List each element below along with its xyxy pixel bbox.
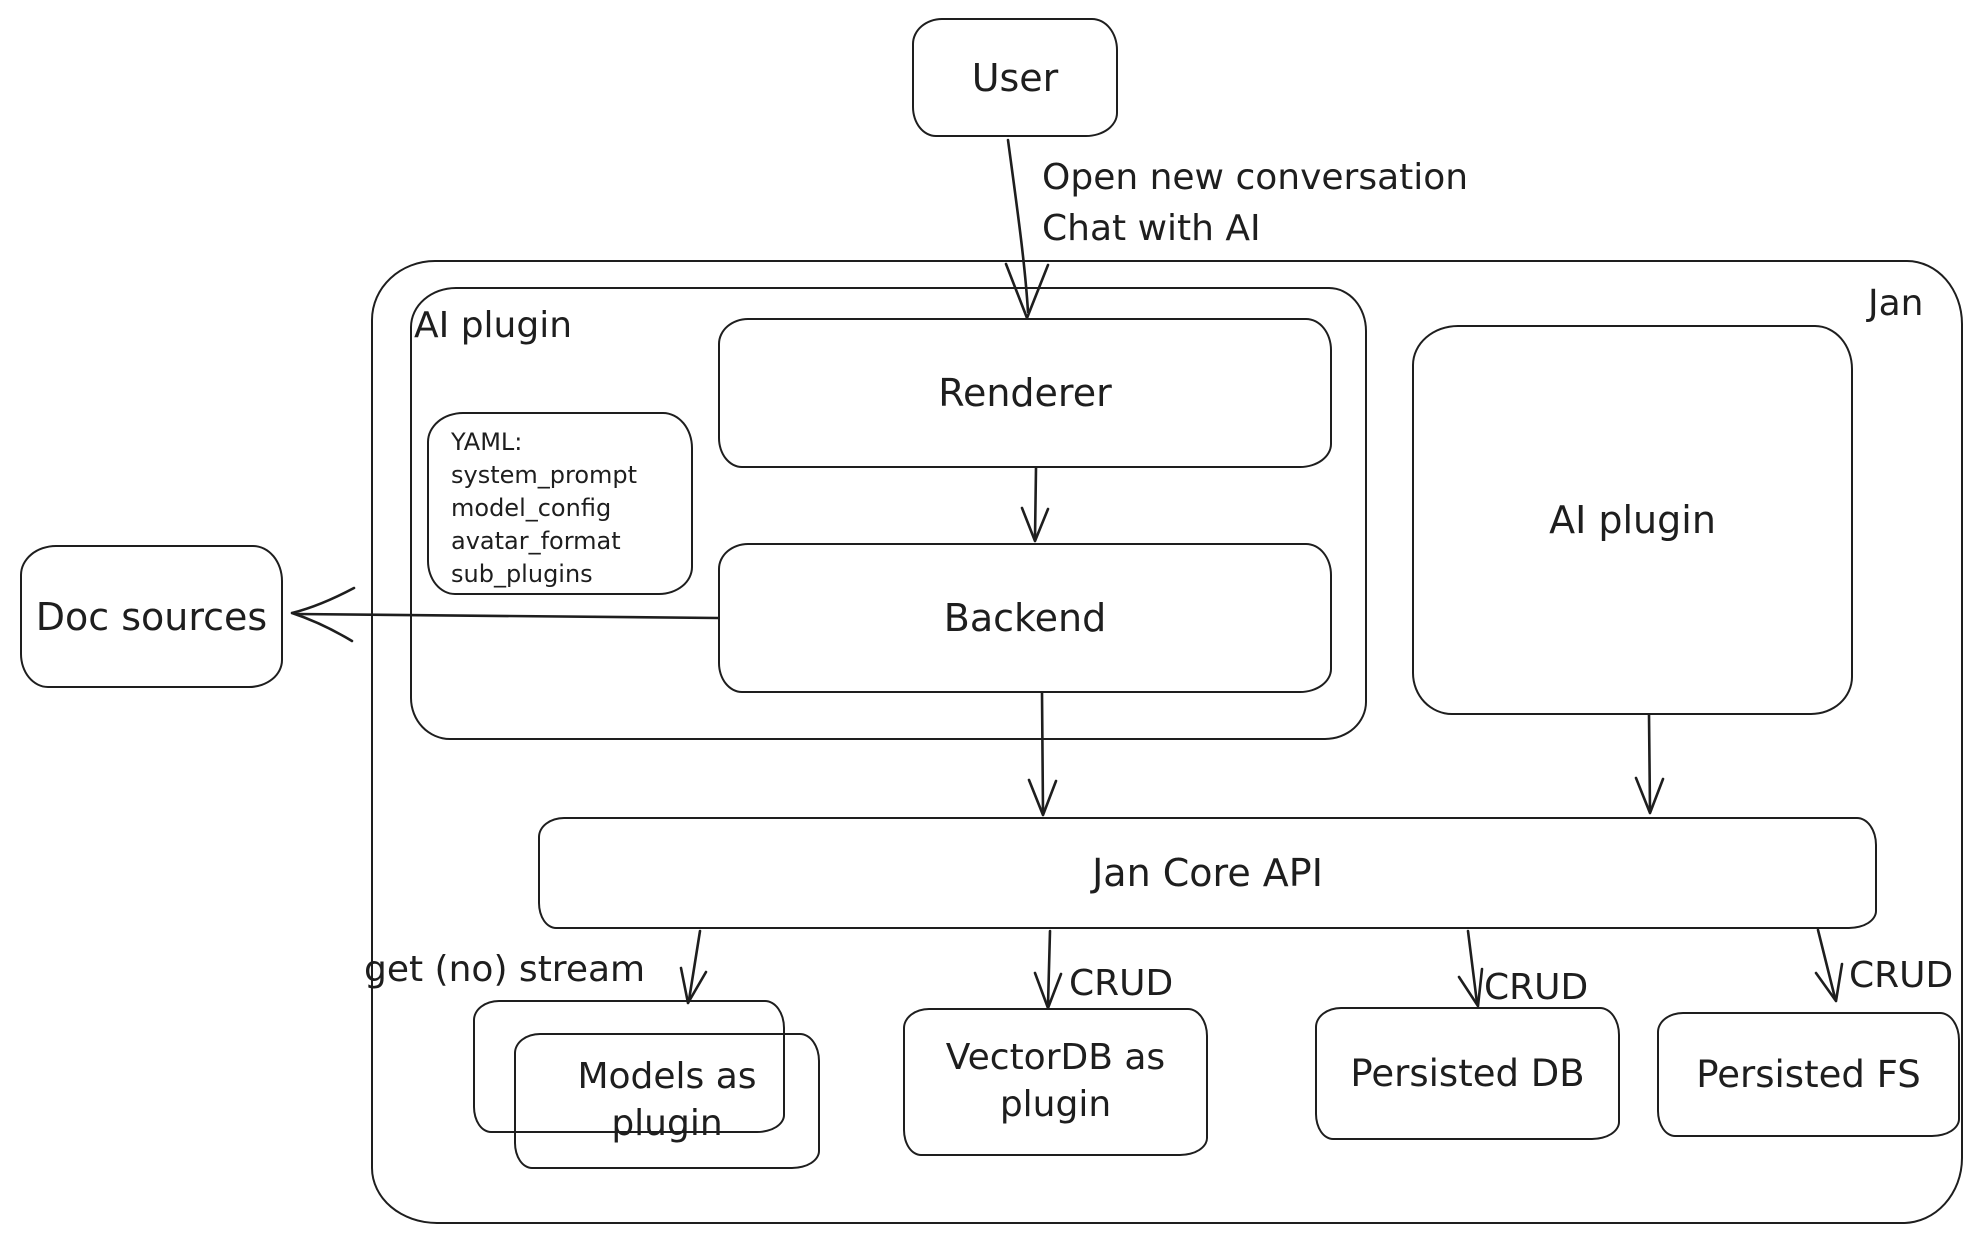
node-user-label: User: [971, 55, 1059, 100]
yaml-note-line: model_config: [451, 494, 612, 523]
node-doc-sources-label: Doc sources: [35, 594, 268, 639]
edge-label-open-conversation: Open new conversation Chat with AI: [1042, 152, 1468, 254]
node-models-as-plugin-label: Models as plugin: [577, 1054, 756, 1148]
node-backend-label: Backend: [943, 596, 1107, 640]
jan-container-box: [371, 260, 1963, 1224]
node-persisted-fs: Persisted FS: [1657, 1012, 1960, 1137]
node-jan-core-api: Jan Core API: [538, 817, 1877, 929]
node-models-as-plugin: Models as plugin: [514, 1033, 820, 1169]
node-user: User: [912, 18, 1118, 137]
node-jan-core-api-label: Jan Core API: [1092, 851, 1323, 895]
yaml-note-line: system_prompt: [451, 461, 638, 490]
node-vectordb-as-plugin-label: VectorDB as plugin: [946, 1035, 1165, 1129]
yaml-note-box: YAML: system_prompt model_config avatar_…: [427, 412, 693, 595]
node-persisted-fs-label: Persisted FS: [1696, 1053, 1921, 1096]
node-renderer-label: Renderer: [938, 371, 1112, 415]
node-vectordb-as-plugin-line: plugin: [999, 1084, 1112, 1125]
node-backend: Backend: [718, 543, 1332, 693]
edge-label-open-conversation-line: Open new conversation: [1042, 157, 1469, 198]
node-vectordb-as-plugin-line: VectorDB as: [945, 1037, 1166, 1079]
node-models-as-plugin-line: Models as: [577, 1056, 757, 1098]
node-models-as-plugin-line: plugin: [611, 1103, 723, 1144]
node-persisted-db-label: Persisted DB: [1350, 1052, 1585, 1095]
yaml-note-line: YAML:: [451, 428, 523, 456]
node-vectordb-as-plugin: VectorDB as plugin: [903, 1008, 1208, 1156]
yaml-note-line: sub_plugins: [451, 560, 593, 589]
node-persisted-db: Persisted DB: [1315, 1007, 1620, 1140]
edge-label-open-conversation-line: Chat with AI: [1042, 208, 1261, 250]
yaml-note-text: YAML: system_prompt model_config avatar_…: [451, 426, 637, 592]
jan-container-label: Jan: [1868, 283, 1924, 324]
edge-label-get-no-stream: get (no) stream: [364, 949, 646, 990]
ai-plugin-left-box: [410, 287, 1367, 740]
edge-label-crud-persisted-db: CRUD: [1484, 967, 1589, 1008]
ai-plugin-left-label: AI plugin: [414, 305, 573, 346]
arrow-backend-to-doc-sources-head: [290, 586, 356, 643]
edge-label-crud-persisted-fs: CRUD: [1849, 955, 1954, 996]
node-models-as-plugin-back: [473, 1000, 785, 1133]
yaml-note-line: avatar_format: [451, 527, 621, 556]
node-ai-plugin-right: AI plugin: [1412, 325, 1853, 715]
edge-label-crud-vectordb: CRUD: [1069, 963, 1174, 1004]
node-ai-plugin-right-label: AI plugin: [1549, 498, 1716, 542]
node-renderer: Renderer: [718, 318, 1332, 468]
node-doc-sources: Doc sources: [20, 545, 283, 688]
